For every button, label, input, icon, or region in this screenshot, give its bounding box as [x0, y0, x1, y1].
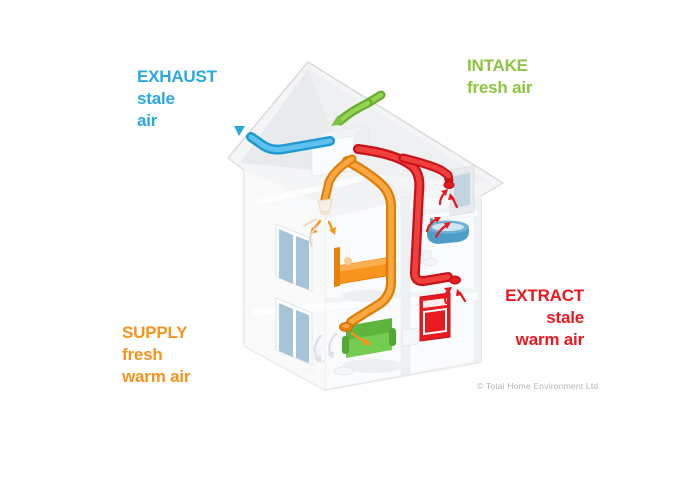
- extract-line: warm air: [515, 330, 585, 349]
- exhaust-heading: EXHAUST: [137, 67, 217, 86]
- shower-panel-icon: [449, 165, 475, 217]
- interior-divider-wall: [400, 195, 411, 376]
- steam-arrows-bath: [425, 217, 451, 239]
- extract-duct-main: [353, 144, 453, 287]
- side-table-icon: [333, 366, 355, 376]
- exhaust-arrow-icon: [234, 126, 245, 136]
- extract-label: EXTRACT stale warm air: [462, 285, 584, 351]
- intake-arrow-icon: [331, 115, 344, 126]
- supply-label: SUPPLY fresh warm air: [122, 322, 191, 388]
- extract-arrows-kitchen: [443, 287, 467, 305]
- exhaust-line: air: [137, 111, 158, 130]
- exhaust-line: stale: [137, 89, 175, 108]
- window-upper: [275, 223, 313, 292]
- intake-label: INTAKE fresh air: [467, 55, 532, 99]
- extract-heading: EXTRACT: [505, 286, 584, 305]
- extract-valve-shower: [443, 178, 455, 189]
- roof-edge: [227, 61, 504, 184]
- right-wall-inner: [474, 196, 481, 363]
- supply-line: fresh: [122, 345, 163, 364]
- extract-arrows-shower: [438, 189, 459, 209]
- extract-duct-branch: [398, 153, 454, 185]
- exhaust-label: EXHAUST stale air: [137, 66, 217, 132]
- oven-icon: [401, 292, 451, 347]
- exhaust-duct: [246, 132, 335, 155]
- airflow-swirl-arrows: [313, 332, 338, 363]
- supply-arrow-living: [350, 331, 371, 345]
- sofa-icon: [342, 318, 402, 373]
- intake-heading: INTAKE: [467, 56, 528, 75]
- supply-heading: SUPPLY: [122, 323, 188, 342]
- supply-duct-bedroom: [320, 154, 357, 204]
- supply-line: warm air: [122, 367, 191, 386]
- copyright-text: © Total Home Environment Ltd: [477, 381, 599, 391]
- intake-line: fresh air: [467, 78, 533, 97]
- extract-line: stale: [546, 308, 584, 327]
- supply-diffuser-living: [339, 322, 353, 332]
- extract-valve-kitchen: [449, 275, 461, 285]
- supply-diffuser-bedroom: [317, 198, 333, 216]
- supply-arrows-bedroom: [303, 218, 336, 247]
- toilet-icon: [422, 250, 437, 267]
- window-lower: [275, 297, 313, 366]
- supply-duct-main: [342, 156, 397, 327]
- intake-duct: [335, 90, 386, 126]
